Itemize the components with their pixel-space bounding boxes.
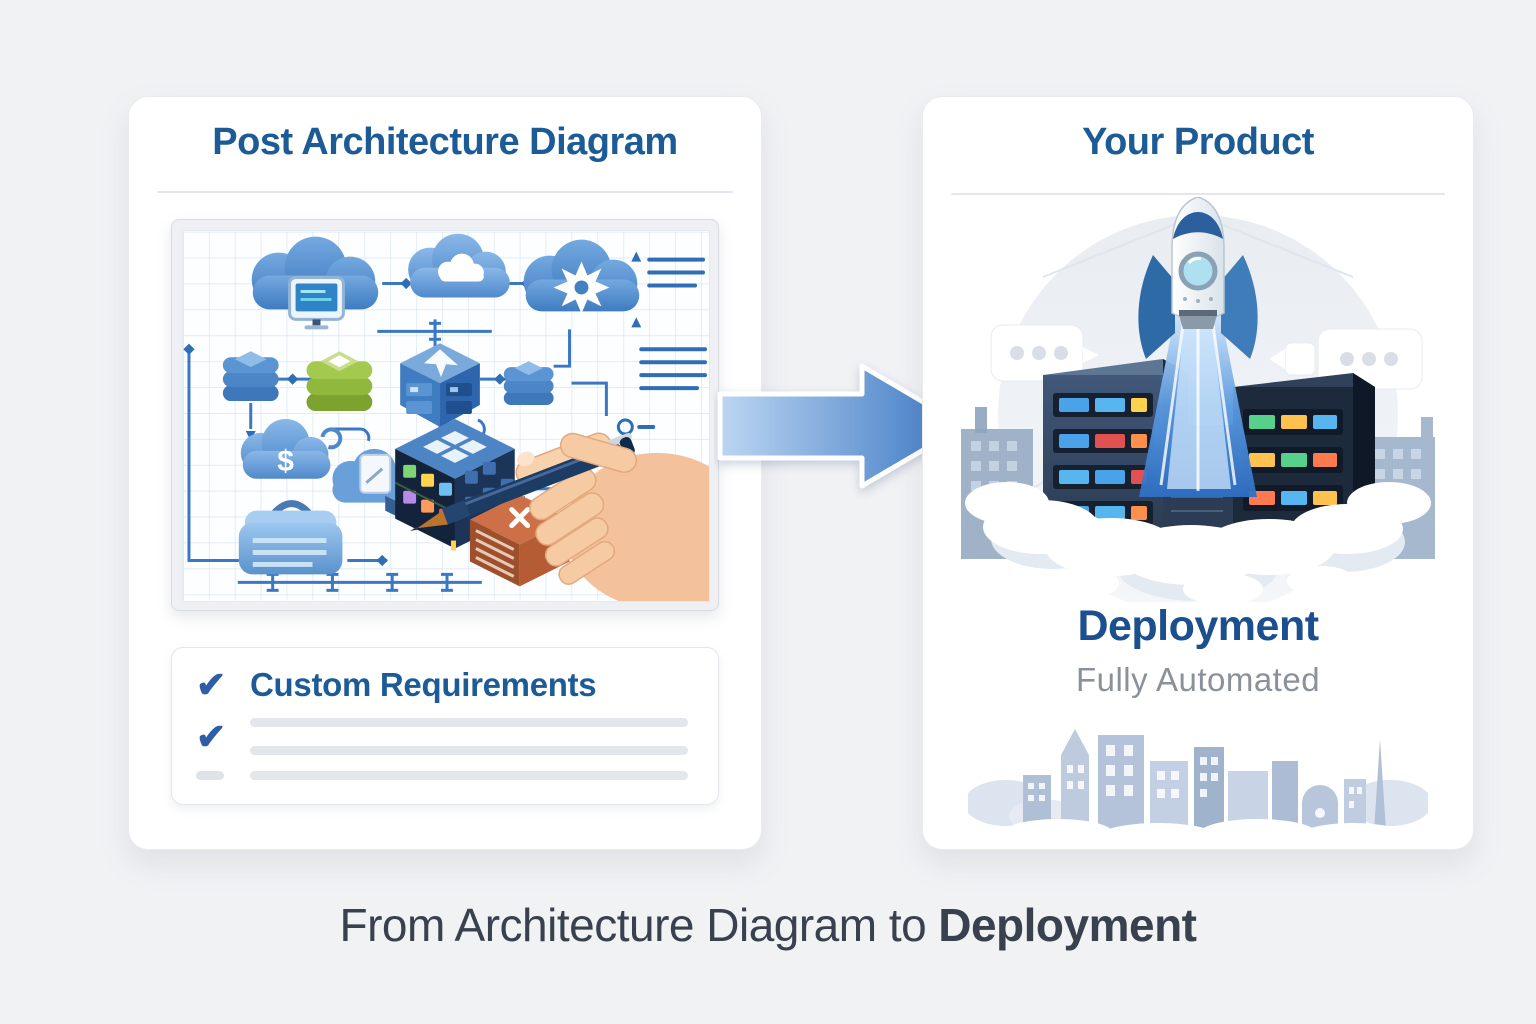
placeholder-line — [250, 771, 688, 780]
ruler-ticks — [266, 321, 453, 592]
launch-clouds — [965, 482, 1431, 602]
database-small-icon — [503, 361, 554, 406]
cloud-gear-icon — [523, 239, 640, 314]
footer-caption-prefix: From Architecture Diagram to — [339, 899, 927, 951]
automated-caption: Fully Automated — [1075, 661, 1321, 698]
right-card-divider — [951, 193, 1445, 195]
placeholder-line — [250, 718, 688, 727]
check-icon: ✔ — [196, 715, 227, 757]
left-card-title: Post Architecture Diagram — [212, 121, 678, 163]
chat-bubble-left — [990, 324, 1099, 382]
cloud-icon — [408, 233, 510, 298]
left-card-divider — [157, 191, 733, 193]
rocket-launch-illustration — [961, 197, 1435, 602]
checklist-title: Custom Requirements — [250, 666, 597, 703]
placeholder-lines — [250, 718, 688, 755]
database-green-icon — [306, 351, 373, 412]
diagram-frame: $ — [171, 219, 719, 611]
database-blue-icon — [222, 351, 279, 402]
server-cube-plane-icon — [400, 343, 480, 427]
footer-caption-bold: Deployment — [938, 899, 1197, 951]
briefcase-icon — [238, 500, 343, 575]
check-icon: ✔ — [196, 664, 227, 705]
architecture-diagram-illustration: $ — [182, 230, 710, 602]
chat-bubble-right — [1269, 328, 1423, 390]
city-skyline — [968, 729, 1428, 839]
checklist-card: ✔ Custom Requirements ✔ — [171, 647, 719, 805]
cloud-dollar-icon: $ — [240, 418, 343, 479]
rocket-exhaust — [1139, 315, 1257, 497]
dash-icon — [196, 771, 224, 780]
hand-with-pen-icon — [409, 432, 709, 601]
dollar-glyph: $ — [277, 445, 294, 478]
flow-arrow-icon — [717, 363, 967, 489]
architecture-diagram-card: Post Architecture Diagram — [128, 96, 762, 850]
diagram-svg: $ — [183, 231, 709, 601]
rocket-icon — [1138, 197, 1258, 359]
cloud-monitor-icon — [251, 236, 379, 330]
right-card-title: Your Product — [1082, 121, 1314, 163]
product-card: Your Product — [922, 96, 1474, 850]
deployment-caption: Deployment — [1077, 602, 1319, 650]
placeholder-line — [250, 746, 688, 755]
